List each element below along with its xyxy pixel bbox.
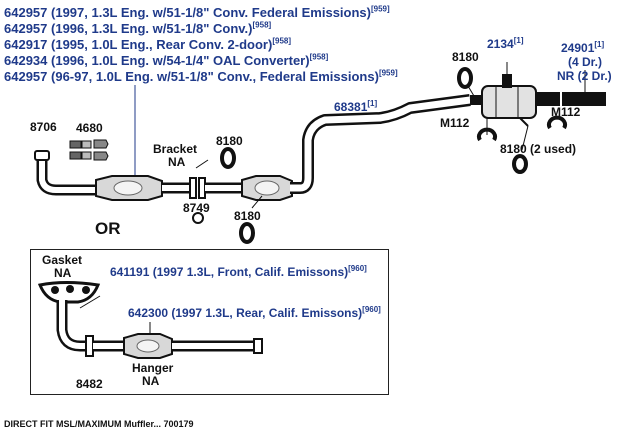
bolts-4680[interactable] xyxy=(69,139,109,161)
label-24901[interactable]: 24901[1] xyxy=(561,40,605,55)
alt-rear-pipe[interactable] xyxy=(93,322,263,359)
part-list-item[interactable]: 642957 (1996, 1.3L Eng. w/51-1/8" Conv.)… xyxy=(4,20,272,36)
label-4680[interactable]: 4680 xyxy=(76,121,103,135)
label-bracket: Bracket xyxy=(153,142,198,156)
m112-hanger-right[interactable] xyxy=(519,115,567,130)
label-m112-right[interactable]: M112 xyxy=(551,105,581,119)
hanger-8180-top[interactable] xyxy=(457,67,475,97)
label-642300[interactable]: 642300 (1997 1.3L, Rear, Calif. Emissons… xyxy=(128,305,381,320)
hanger-8180-low[interactable] xyxy=(239,195,263,244)
part-list-item[interactable]: 642917 (1995, 1.0L Eng., Rear Conv. 2-do… xyxy=(4,36,292,52)
label-8706[interactable]: 8706 xyxy=(30,120,57,134)
label-8749[interactable]: 8749 xyxy=(183,201,210,215)
tailpipe-24901[interactable] xyxy=(536,70,606,106)
gasket-8749[interactable] xyxy=(192,212,204,224)
label-68381[interactable]: 68381[1] xyxy=(334,99,378,114)
part-list-item[interactable]: 642957 (1997, 1.3L Eng. w/51-1/8" Conv. … xyxy=(4,4,390,20)
m112-hanger-left[interactable] xyxy=(477,118,497,142)
label-gasket: Gasket xyxy=(42,253,83,267)
label-2134[interactable]: 2134[1] xyxy=(487,36,524,51)
label-8180-mid[interactable]: 8180 xyxy=(216,134,243,148)
label-hanger-na: NA xyxy=(142,374,160,388)
label-8180-low[interactable]: 8180 xyxy=(234,209,261,223)
muffler-2134[interactable] xyxy=(470,62,537,119)
part-list-item[interactable]: 642934 (1996, 1.0L Eng. w/54-1/4" OAL Co… xyxy=(4,52,329,68)
alternate-parts-box xyxy=(30,249,389,395)
hanger-8180-right[interactable] xyxy=(512,125,529,174)
label-hanger: Hanger xyxy=(132,361,174,375)
part-list-item[interactable]: 642957 (96-97, 1.0L Eng. w/51-1/8" Conv.… xyxy=(4,68,398,84)
label-bracket-na: NA xyxy=(168,155,186,169)
gasket-8706[interactable] xyxy=(34,150,50,161)
label-8482[interactable]: 8482 xyxy=(76,377,103,391)
label-m112-left[interactable]: M112 xyxy=(440,116,470,130)
label-nr-2-door: NR (2 Dr.) xyxy=(557,69,612,83)
label-gasket-na: NA xyxy=(54,266,72,280)
label-8180-top[interactable]: 8180 xyxy=(452,50,479,64)
label-or: OR xyxy=(95,219,121,238)
label-4-door: (4 Dr.) xyxy=(568,55,603,69)
label-641191[interactable]: 641191 (1997 1.3L, Front, Calif. Emisson… xyxy=(110,264,367,279)
middle-pipe[interactable] xyxy=(205,94,471,201)
label-8180-2-used[interactable]: 8180 (2 used) xyxy=(500,142,577,156)
alt-front-pipe[interactable] xyxy=(37,281,101,352)
hanger-8180-mid[interactable] xyxy=(220,147,236,169)
footer-note: DIRECT FIT MSL/MAXIMUM Muffler... 700179 xyxy=(4,419,194,429)
front-pipe[interactable] xyxy=(36,158,192,201)
